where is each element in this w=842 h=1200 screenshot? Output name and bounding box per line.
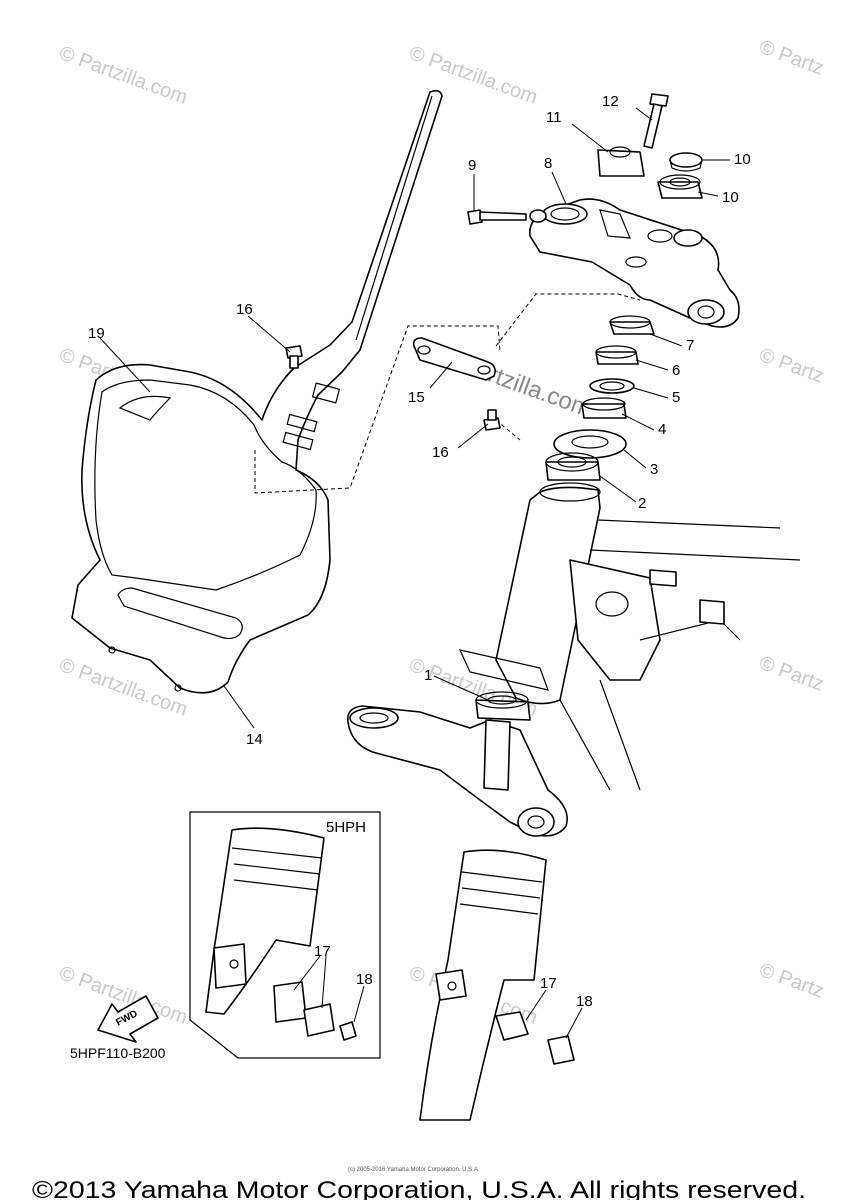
callout-11: 10 (734, 151, 751, 168)
callout-18-inset: 18 (356, 971, 373, 988)
bracket-15 (412, 337, 496, 381)
copyright: ©2013 Yamaha Motor Corporation, U.S.A. A… (32, 1177, 806, 1200)
callout-13: 12 (602, 93, 619, 110)
ring-nut-6 (595, 345, 639, 365)
callout-1: 1 (424, 667, 432, 684)
callout-19: 19 (88, 325, 105, 342)
fwd-arrow-icon: FWD (97, 995, 159, 1043)
leader-lines (99, 107, 730, 1039)
watermark: © Partz (756, 344, 826, 388)
callout-5: 5 (672, 389, 680, 406)
cover-3 (553, 429, 627, 459)
callout-17-inset: 17 (314, 943, 331, 960)
washer-5 (589, 378, 635, 394)
callout-10-label: 10 (722, 189, 739, 206)
bolt-13 (643, 93, 669, 149)
frame (495, 482, 801, 791)
bearing-1 (475, 691, 531, 721)
lock-washer-7 (609, 315, 655, 335)
callout-8: 8 (544, 155, 552, 172)
watermark: © Partz (756, 652, 826, 696)
bearing-2 (545, 452, 601, 481)
callout-2: 2 (638, 495, 646, 512)
callout-4: 4 (658, 421, 666, 438)
watermark: © Partz (756, 959, 826, 1003)
diagram-code: 5HPF110-B200 (70, 1045, 166, 1061)
callout-18: 18 (576, 993, 593, 1010)
callout-9: 9 (468, 157, 476, 174)
callouts: 12 11 10 9 8 10 10 16 19 7 6 15 5 4 16 3… (88, 93, 751, 1010)
watermark: © Partz (756, 36, 826, 80)
reference-lines (254, 293, 641, 494)
inset-label: 5HPH (326, 819, 366, 836)
watermark: © Partzilla.com (406, 42, 540, 109)
fork-leg (419, 849, 575, 1121)
callout-17: 17 (540, 975, 557, 992)
callout-14: 14 (246, 731, 263, 748)
cap-11 (669, 152, 703, 172)
callout-15: 15 (408, 389, 425, 406)
bolt-9 (467, 209, 547, 225)
callout-3: 3 (650, 461, 658, 478)
callout-7: 7 (686, 337, 694, 354)
callout-16-upper: 16 (236, 301, 253, 318)
number-plate-14 (71, 89, 443, 694)
callout-6: 6 (672, 362, 680, 379)
ring-nut-4 (581, 397, 627, 419)
small-print: (c) 2005-2016 Yamaha Motor Corporation, … (348, 1167, 480, 1173)
callout-16-lower: 16 (432, 444, 449, 461)
bolt-16-lower (483, 409, 501, 431)
lower-bracket (346, 649, 568, 837)
handlebar-holder-12 (597, 146, 645, 177)
watermark: © Partzilla.com (56, 42, 190, 109)
upper-bracket-8 (528, 198, 740, 328)
inset-5hph: 5HPH (189, 811, 381, 1059)
callout-12: 11 (546, 109, 562, 126)
bolt-16-upper (285, 345, 303, 369)
nut-10 (657, 174, 703, 199)
